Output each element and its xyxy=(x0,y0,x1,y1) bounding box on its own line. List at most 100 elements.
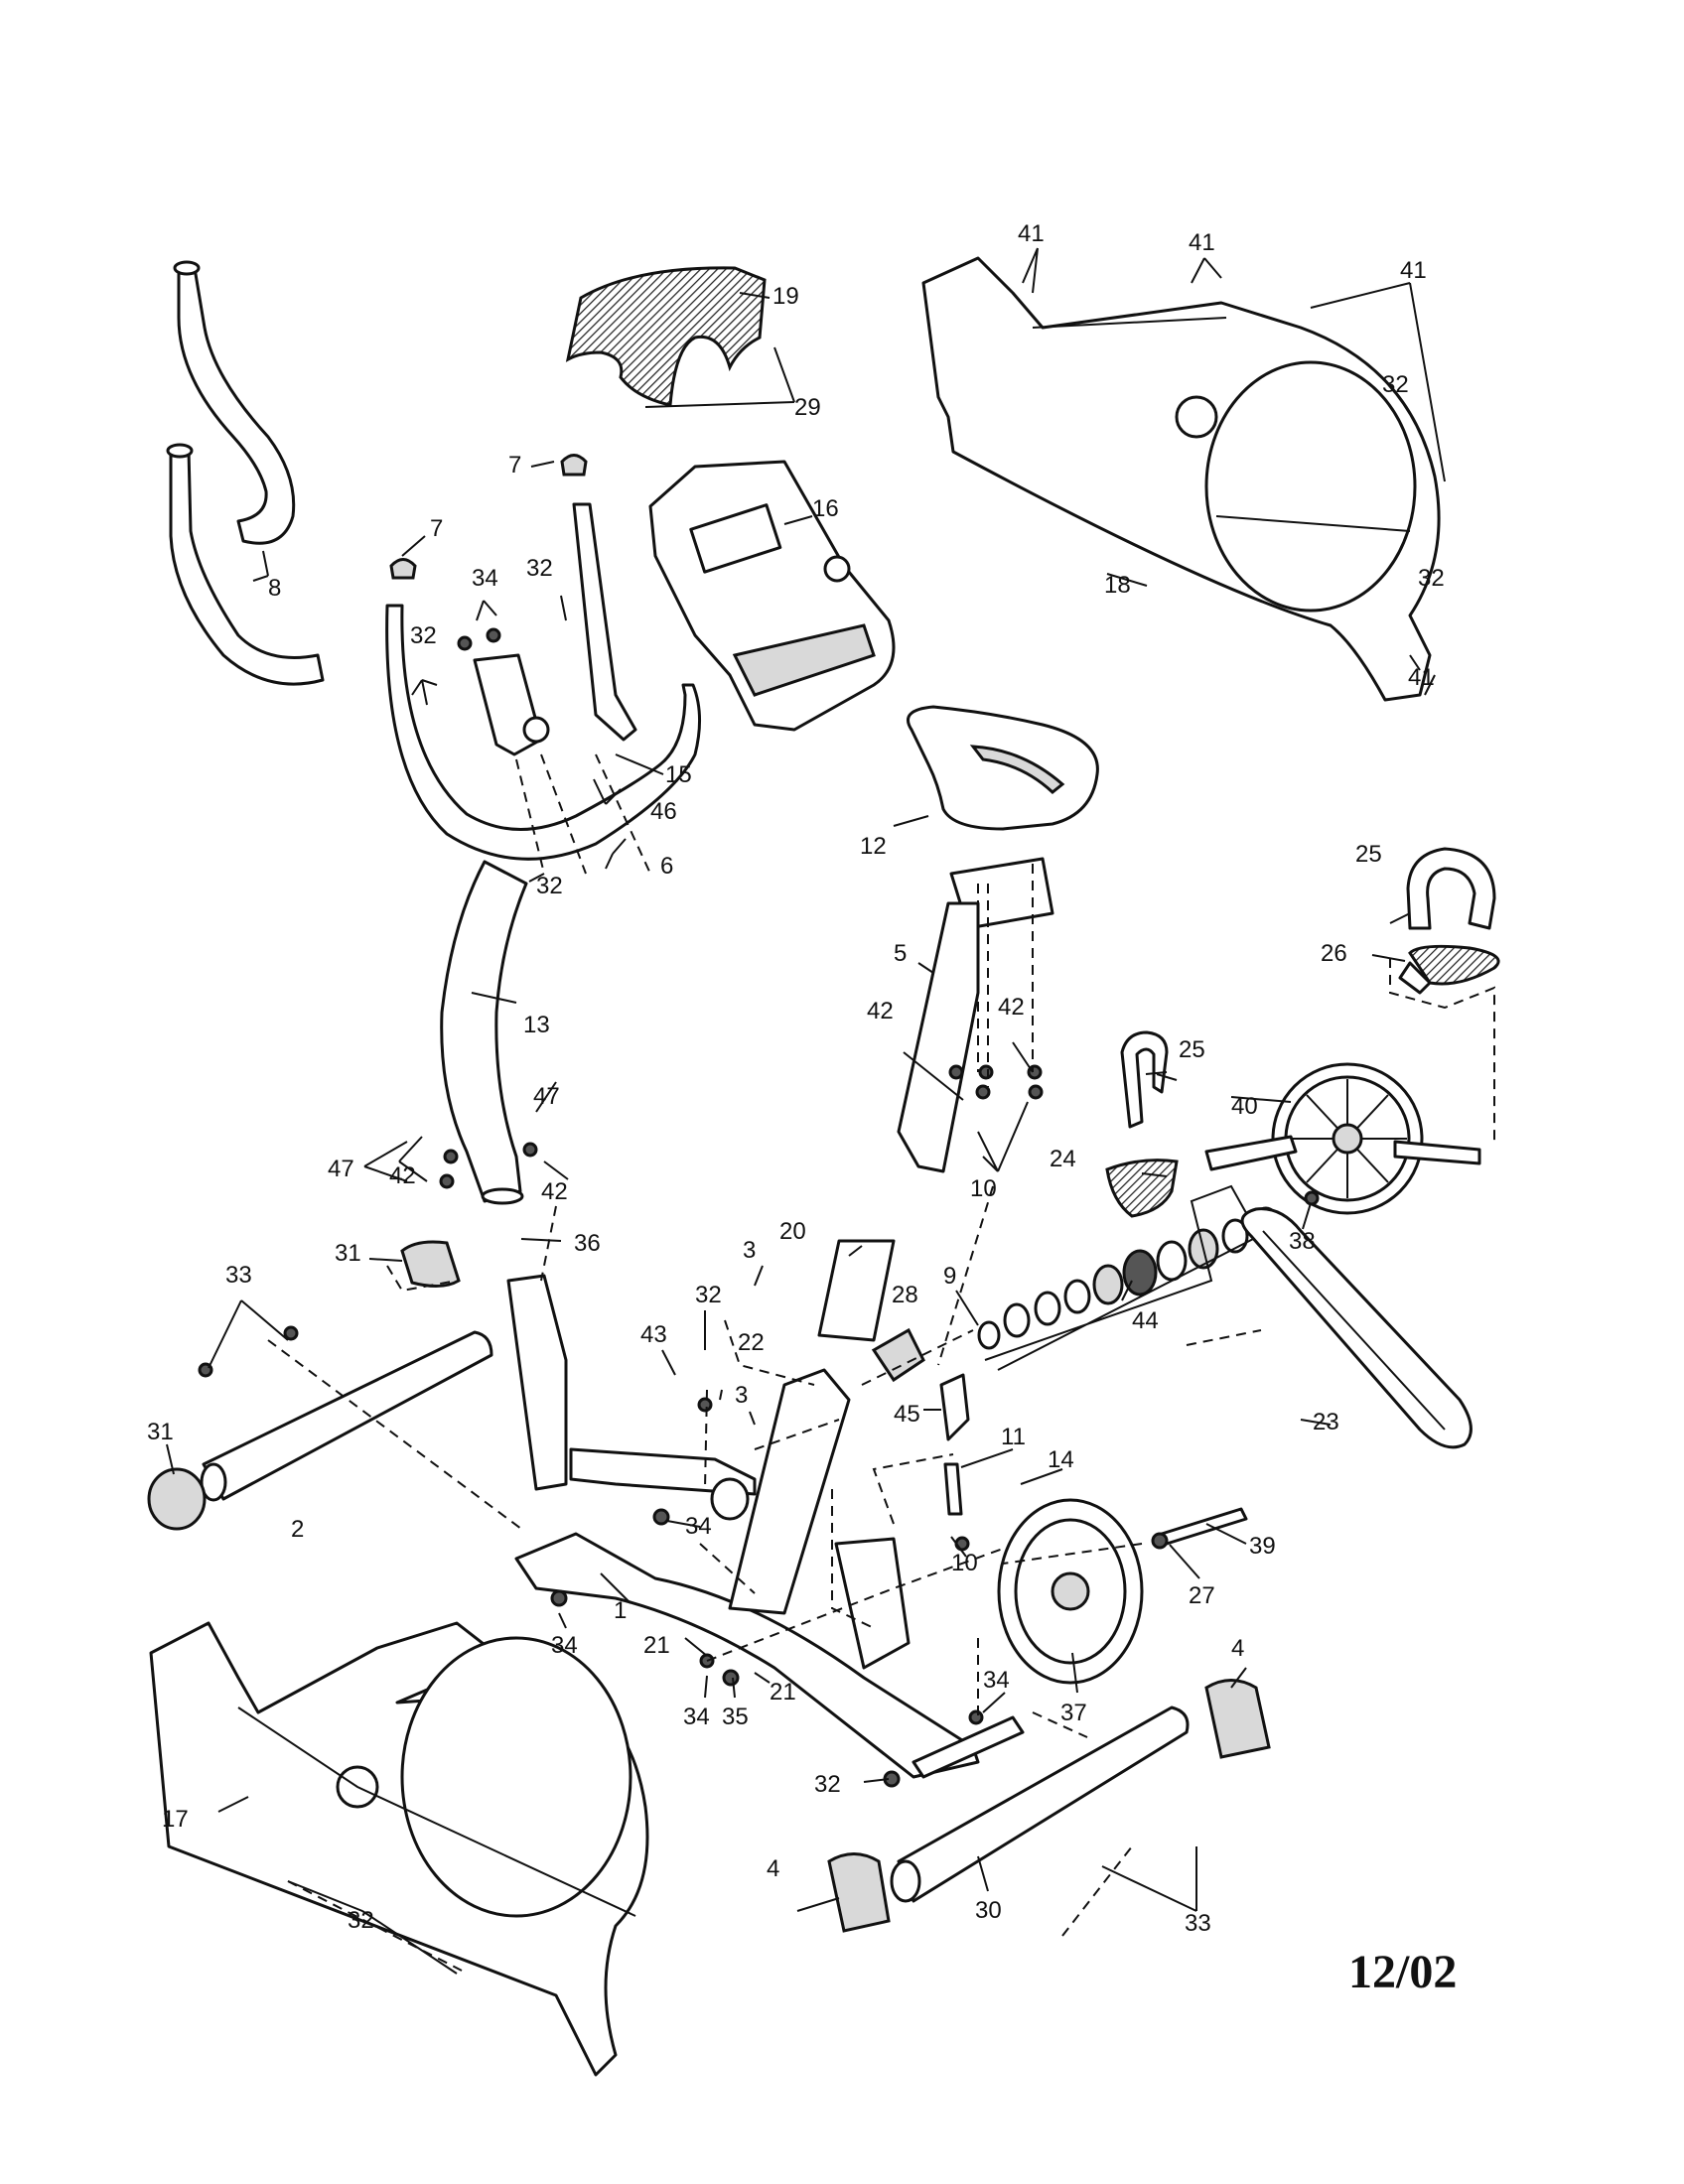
rear-mount-bracket xyxy=(912,1715,1025,1779)
callout-21: 21 xyxy=(643,1632,670,1659)
shroud-edge xyxy=(1032,317,1227,329)
callout-41: 41 xyxy=(1400,257,1427,284)
callout-32: 32 xyxy=(1382,371,1409,398)
callout-40: 40 xyxy=(1231,1093,1258,1120)
bearing-set-frame xyxy=(984,1184,1261,1371)
callout-36: 36 xyxy=(574,1230,601,1257)
callout-34: 32 xyxy=(814,1771,841,1798)
console-cover xyxy=(565,266,767,407)
callout-45: 45 xyxy=(894,1401,920,1428)
front-stabilizer xyxy=(202,1330,493,1501)
callout-28: 28 xyxy=(892,1282,918,1308)
callout-7: 7 xyxy=(430,515,443,542)
callout-19: 19 xyxy=(772,283,799,310)
date-code: 12/02 xyxy=(1348,1946,1457,1998)
shroud-disc xyxy=(1204,360,1417,613)
console-knob xyxy=(823,555,851,583)
callout-8: 8 xyxy=(268,575,281,602)
end-cap xyxy=(560,454,588,477)
upper-handlebar xyxy=(385,604,702,861)
adjust-knob xyxy=(871,1327,925,1383)
callout-27: 27 xyxy=(1189,1582,1215,1609)
grip-end xyxy=(166,443,194,459)
pedal-right-spindle xyxy=(1398,961,1432,995)
callout-41: 41 xyxy=(1408,664,1435,691)
crank-arm-left xyxy=(1204,1135,1298,1171)
callout-41: 41 xyxy=(1018,220,1045,247)
callout-14: 14 xyxy=(1048,1446,1074,1473)
callout-6: 6 xyxy=(660,853,673,880)
callout-34: 34 xyxy=(685,1513,712,1540)
callout-32: 32 xyxy=(410,622,437,649)
console-display xyxy=(689,503,782,574)
callout-24: 24 xyxy=(1050,1146,1076,1172)
callout-31: 31 xyxy=(147,1419,174,1445)
callout-33: 33 xyxy=(1185,1910,1211,1937)
crank-arm-right xyxy=(1393,1140,1481,1165)
part-illustrations xyxy=(147,256,1500,2077)
callout-47: 47 xyxy=(328,1156,354,1182)
callout-42: 42 xyxy=(389,1162,416,1189)
drive-belt xyxy=(1240,1207,1473,1449)
callout-10: 10 xyxy=(951,1550,978,1576)
callout-47: 47 xyxy=(533,1083,560,1110)
grip-end xyxy=(173,260,201,276)
left-shroud-seam xyxy=(237,1706,636,1917)
seat-post xyxy=(897,901,980,1173)
frame-crossbar xyxy=(569,1447,757,1496)
hardware-fasteners xyxy=(198,627,1320,1788)
pedal-strap-upper xyxy=(1406,847,1496,930)
rear-endcap-left xyxy=(827,1852,891,1933)
callout-31: 31 xyxy=(335,1240,361,1267)
callout-42: 42 xyxy=(867,998,894,1024)
callout-34: 34 xyxy=(472,565,498,592)
flywheel-hub xyxy=(1051,1571,1090,1611)
handle-grip-upper xyxy=(177,266,296,545)
left-shroud-disc xyxy=(400,1636,632,1918)
callout-35: 35 xyxy=(722,1704,749,1730)
handlebar-rear-tube xyxy=(572,502,637,742)
stabilizer-endcap-upper xyxy=(400,1240,461,1288)
callout-32: 32 xyxy=(526,555,553,582)
frame-upright-receiver xyxy=(506,1274,568,1491)
callout-34: 34 xyxy=(983,1667,1010,1694)
stabilizer-end xyxy=(200,1462,227,1502)
callout-1: 1 xyxy=(614,1597,627,1624)
callout-32-bottom: 32 xyxy=(348,1907,374,1934)
callout-46: 46 xyxy=(650,798,677,825)
callout-37: 37 xyxy=(1060,1700,1087,1726)
rear-stabilizer xyxy=(897,1706,1190,1903)
callout-4: 4 xyxy=(767,1855,779,1882)
handle-grip-lower xyxy=(169,448,325,686)
bracket-hole xyxy=(522,716,550,744)
callout-30: 30 xyxy=(975,1897,1002,1924)
callout-15: 15 xyxy=(665,761,692,788)
callout-44: 44 xyxy=(1132,1307,1159,1334)
callout-34: 34 xyxy=(551,1632,578,1659)
callout-5: 5 xyxy=(894,940,907,967)
pulley-hub xyxy=(1332,1123,1363,1155)
shroud-hub xyxy=(1175,395,1218,439)
callout-4: 4 xyxy=(1231,1635,1244,1662)
callout-20: 20 xyxy=(779,1218,806,1245)
callout-10: 10 xyxy=(970,1175,997,1202)
callout-32: 32 xyxy=(536,873,563,899)
seat-groove xyxy=(969,745,1065,794)
shroud-seam xyxy=(1215,515,1411,532)
upright-end xyxy=(481,1187,524,1205)
rear-endcap-right xyxy=(1204,1679,1271,1759)
seat-sleeve xyxy=(817,1239,896,1342)
rear-stabilizer-end xyxy=(890,1859,921,1903)
axle-bolt xyxy=(1160,1507,1248,1546)
console-keypad xyxy=(732,623,876,697)
idler-bracket xyxy=(939,1373,970,1441)
callout-25: 25 xyxy=(1355,841,1382,868)
end-cap xyxy=(389,558,417,580)
callout-32: 32 xyxy=(695,1282,722,1308)
callout-38: 38 xyxy=(1289,1228,1316,1255)
callout-16: 16 xyxy=(812,495,839,522)
bearing-set xyxy=(977,1206,1280,1350)
pedal-right xyxy=(1408,944,1500,986)
callout-9: 9 xyxy=(943,1263,956,1290)
callout-42: 42 xyxy=(541,1178,568,1205)
